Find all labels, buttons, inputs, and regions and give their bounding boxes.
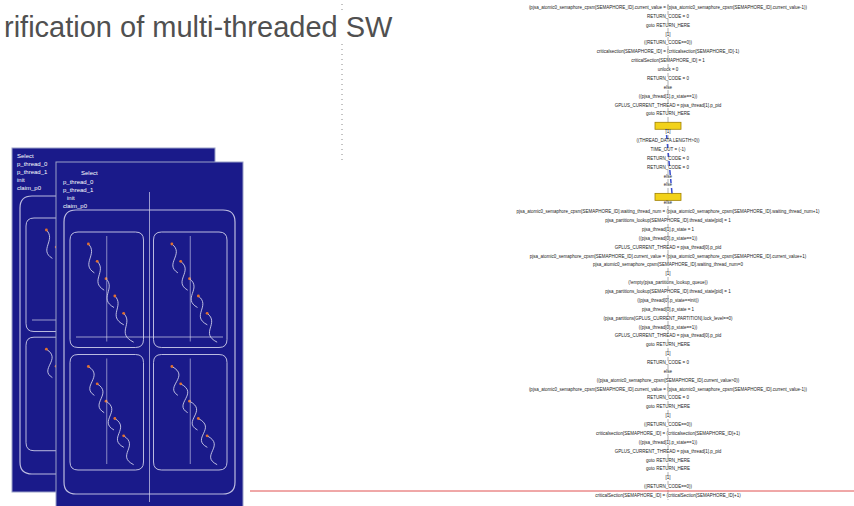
trace-step: criticalsection[SEMAPHORE_ID] = (critica… — [596, 50, 741, 55]
trace-step: RETURN_CODE = 0 — [646, 15, 690, 20]
trace-step: criticalsection[SEMAPHORE_ID] = (critica… — [595, 432, 741, 437]
trace-step: pjsa_thread[1].p_state = 1 — [641, 228, 695, 233]
trace-step: else — [663, 183, 673, 188]
graph-label: Select — [80, 170, 99, 176]
trace-step: ((RETURN_CODE==0)) — [643, 485, 693, 490]
trace-step: pjsa_atomic0_semaphore_cpsm[SEMAPHORE_ID… — [592, 263, 744, 268]
trace-step: (pjsa_partitions[GPLUS_CURRENT_PARTITION… — [602, 317, 733, 322]
trace-step: unlock = 0 — [657, 68, 680, 73]
trace-step: goto RETURN_HERE — [645, 459, 691, 464]
trace-step: [1] — [664, 476, 671, 481]
trace-step: else — [663, 175, 673, 180]
trace-step: GPLUS_CURRENT_THREAD = pjsa_thread[0].p_… — [614, 334, 723, 339]
trace-step: [1] — [664, 272, 671, 277]
trace-step: GPLUS_CURRENT_THREAD = pjsa_thread[0].p_… — [614, 246, 723, 251]
trace-step: RETURN_CODE = 0 — [646, 396, 690, 401]
trace-step: [1] — [664, 130, 671, 135]
graph-label: p_thread_1 — [16, 169, 48, 175]
trace-step: ((RETURN_CODE==0)) — [643, 41, 693, 46]
trace-step: pjsa_atomic0_semaphore_cpsm[SEMAPHORE_ID… — [529, 255, 807, 260]
trace-step: RETURN_CODE = 0 — [646, 157, 690, 162]
trace-step: goto RETURN_HERE — [645, 112, 691, 117]
red-line — [250, 491, 854, 492]
trace-step: (pjsa_atomic0_semaphore_cpsm[SEMAPHORE_I… — [528, 6, 808, 11]
trace-step: goto RETURN_HERE — [645, 343, 691, 348]
trace-step: else — [663, 201, 673, 206]
trace-step: TIME_OUT = (-1) — [650, 148, 687, 153]
trace-step: pjsa_partitions_lookup[SEMAPHORE_ID].thr… — [604, 219, 731, 224]
trace-step: else — [663, 86, 673, 91]
trace-step: pjsa_partitions_lookup[SEMAPHORE_ID].thr… — [604, 290, 731, 295]
trace-step: ((pjsa_atomic0_semaphore_cpsm[SEMAPHORE_… — [596, 379, 741, 384]
trace-step: ((RETURN_CODE==0)) — [643, 423, 693, 428]
trace-step: ((pjsa_thread[0].p_state==1)) — [638, 326, 698, 331]
trace-step: ((pjsa_thread[0].p_state==1)) — [638, 237, 698, 242]
trace-step: pjsa_atomic0_semaphore_cpsm[SEMAPHORE_ID… — [516, 210, 821, 215]
trace-step: else — [663, 370, 673, 375]
trace-step: ((THREAD_DATA.LENGTH>0)) — [636, 139, 701, 144]
trace-step: ((pjsa_thread[0].p_state==init)) — [636, 299, 700, 304]
trace-step: ((pjsa_thread[1].p_state==1)) — [638, 441, 698, 446]
trace-step: goto RETURN_HERE — [645, 24, 691, 29]
trace-step: [1] — [664, 352, 671, 357]
graph-label: init — [66, 195, 76, 201]
trace-step: RETURN_CODE = 0 — [646, 361, 690, 366]
state-marker — [655, 122, 681, 129]
trace-step: (pjsa_atomic0_semaphore_cpsm[SEMAPHORE_I… — [528, 388, 808, 393]
graph-label: init — [16, 177, 26, 183]
trace-step: GPLUS_CURRENT_THREAD = pjsa_thread[1].p_… — [614, 104, 723, 109]
trace-step: ((pjsa_thread[1].p_state==1)) — [638, 95, 698, 100]
trace-step: goto RETURN_HERE — [645, 405, 691, 410]
trace-step: RETURN_CODE = 0 — [646, 166, 690, 171]
graph-label: p_thread_1 — [62, 187, 94, 193]
trace-step: goto RETURN_HERE — [645, 467, 691, 472]
trace-step: GPLUS_CURRENT_THREAD = pjsa_thread[1].p_… — [614, 450, 723, 455]
graph-label: p_thread_0 — [16, 161, 48, 167]
graph-label: Select — [16, 153, 35, 159]
state-marker — [655, 193, 681, 200]
trace-step: [1] — [664, 414, 671, 419]
graph-label: claim_p0 — [16, 185, 42, 191]
slide-title: rification of multi-threaded SW — [4, 11, 392, 44]
graph-label: p_thread_0 — [62, 179, 94, 185]
trace-step: criticalSection[SEMAPHORE_ID] = (critica… — [594, 494, 741, 499]
graph-label: claim_p0 — [62, 203, 88, 209]
graph-screenshot — [56, 162, 243, 506]
trace-step: criticalSection[SEMAPHORE_ID] = 1 — [630, 59, 706, 64]
trace-step: pjsa_thread[0].p_state = 1 — [641, 308, 695, 313]
trace-step: RETURN_CODE = 0 — [646, 77, 690, 82]
trace-step: (!empty(pjsa_partitions_lookup_queue)) — [627, 281, 708, 286]
trace-step: [1] — [664, 33, 671, 38]
